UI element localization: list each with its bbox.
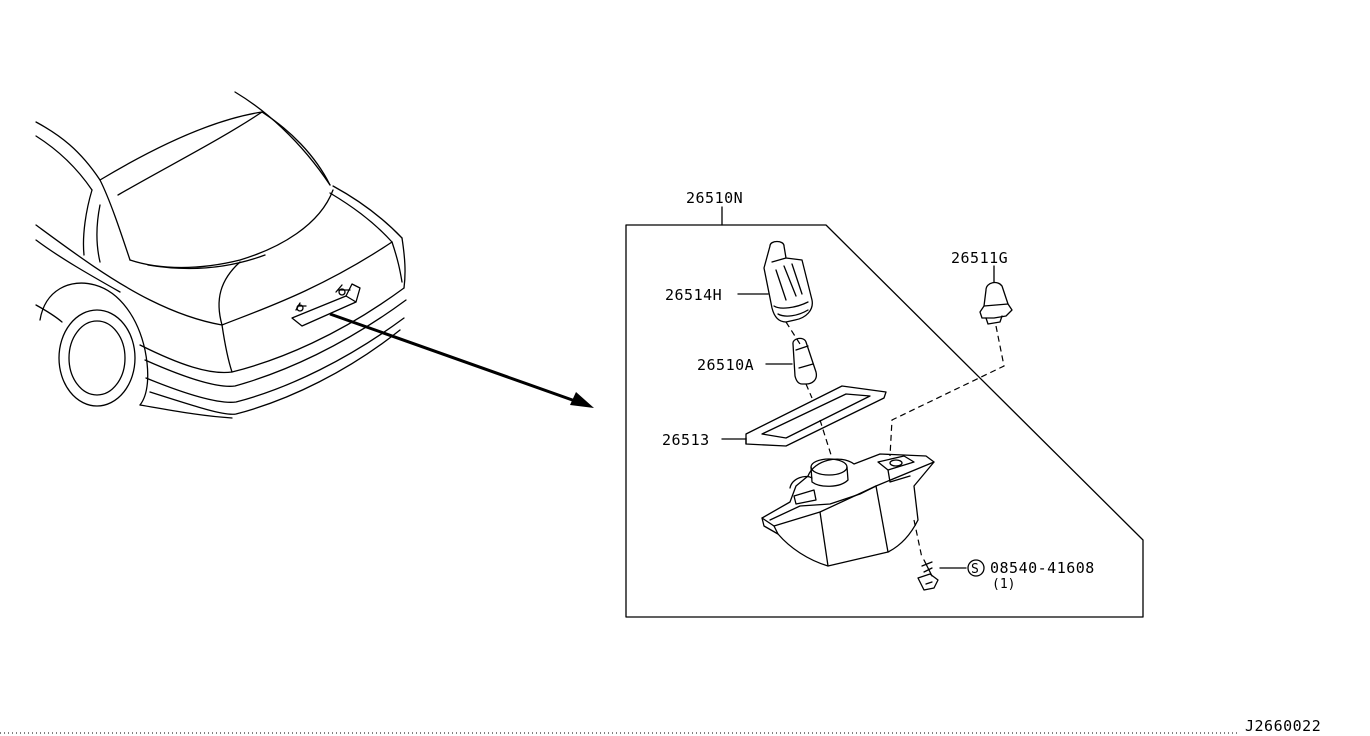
label-bulb: 26510A (697, 356, 754, 374)
lens-part (763, 240, 813, 323)
pointer-arrow (329, 312, 594, 408)
label-gasket: 26513 (662, 431, 710, 449)
label-lens: 26514H (665, 286, 722, 304)
gasket-part (745, 385, 887, 447)
label-clip: 26511G (951, 249, 1008, 267)
diagram-code: J2660022 (1245, 717, 1321, 735)
screw-part (917, 559, 939, 591)
label-screw: 08540-41608 (990, 559, 1095, 577)
clip-part (979, 281, 1013, 325)
bulb-part (792, 337, 818, 385)
label-assembly: 26510N (686, 189, 743, 207)
label-screw-qty: (1) (992, 577, 1015, 592)
screw-symbol: S (971, 562, 979, 577)
car-rear-illustration (35, 91, 407, 419)
detail-frame (625, 206, 1144, 618)
housing-part (761, 453, 935, 567)
